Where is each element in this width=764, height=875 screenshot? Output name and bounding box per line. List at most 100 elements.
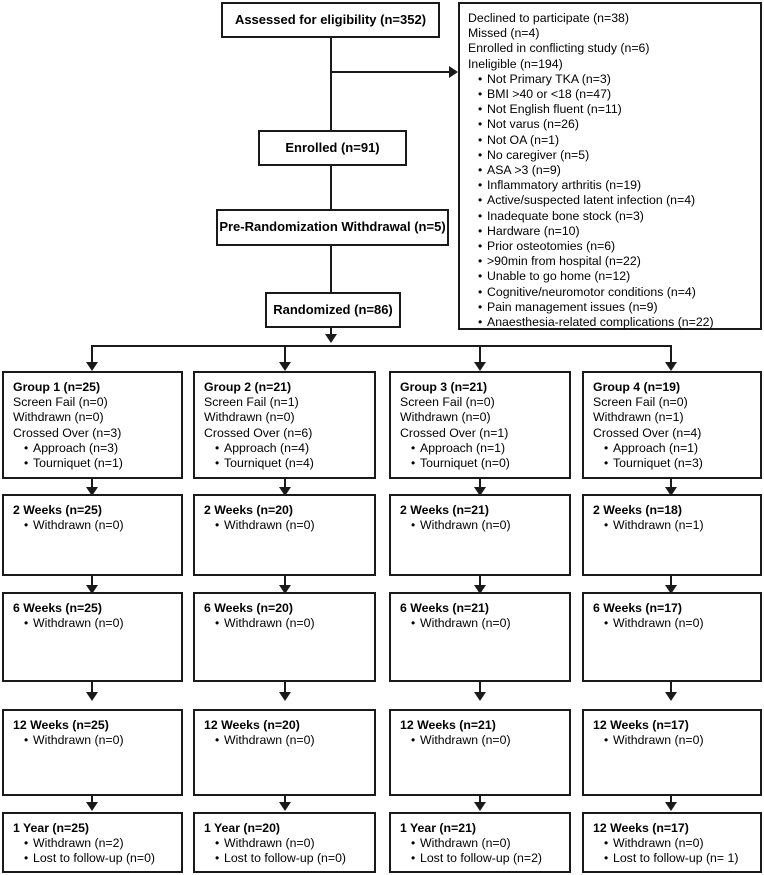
followup-content: 2 Weeks (n=21) Withdrawn (n=0) xyxy=(391,496,569,537)
connector-to-exclusions xyxy=(330,71,449,73)
followup-content: 12 Weeks (n=25) Withdrawn (n=0) xyxy=(4,711,181,752)
connector-g4-to-final xyxy=(670,796,672,806)
exclusion-item: Not Primary TKA (n=3) xyxy=(468,72,752,87)
followup-bullet: Lost to follow-up (n=0) xyxy=(204,851,366,866)
followup-content: 12 Weeks (n=17) Withdrawn (n=0) xyxy=(584,711,760,752)
group-bullet: Tourniquet (n=0) xyxy=(400,456,561,471)
group-header: Group 2 (n=21) xyxy=(204,380,292,394)
connector-g1-to-6weeks xyxy=(91,576,93,588)
connector-g4-to-6weeks xyxy=(670,576,672,588)
followup-header: 1 Year (n=25) xyxy=(13,821,89,835)
exclusion-item: Missed (n=4) xyxy=(468,26,540,41)
followup-bullet: Withdrawn (n=0) xyxy=(204,616,366,631)
connector-branch-group-2 xyxy=(284,345,286,365)
followup-bullet: Withdrawn (n=0) xyxy=(400,518,561,533)
box-group-1-2-weeks: 2 Weeks (n=25) Withdrawn (n=0) xyxy=(2,494,183,576)
connector-g4-to-2weeks xyxy=(670,479,672,492)
followup-bullet: Withdrawn (n=0) xyxy=(593,733,752,748)
arrow-g3-6weeks-icon xyxy=(474,585,486,594)
group-line: Withdrawn (n=1) xyxy=(593,410,684,425)
box-group-1-12-weeks: 12 Weeks (n=25) Withdrawn (n=0) xyxy=(2,709,183,796)
exclusion-item: Inadequate bone stock (n=3) xyxy=(468,209,752,224)
exclusion-item: Inflammatory arthritis (n=19) xyxy=(468,178,752,193)
group-3-content: Group 3 (n=21) Screen Fail (n=0) Withdra… xyxy=(391,373,569,475)
box-group-1-1-year: 1 Year (n=25) Withdrawn (n=2) Lost to fo… xyxy=(2,812,183,873)
group-line: Screen Fail (n=1) xyxy=(204,395,299,410)
pre-randomization-withdrawal-label: Pre-Randomization Withdrawal (n=5) xyxy=(219,219,446,235)
randomized-label: Randomized (n=86) xyxy=(273,301,393,317)
arrow-g2-2weeks-icon xyxy=(279,487,291,496)
exclusion-item: Anaesthesia-related complications (n=22) xyxy=(468,315,752,330)
followup-content: 6 Weeks (n=17) Withdrawn (n=0) xyxy=(584,594,760,635)
group-line: Screen Fail (n=0) xyxy=(13,395,108,410)
connector-g3-to-12weeks xyxy=(479,682,481,696)
connector-g1-to-2weeks xyxy=(91,479,93,492)
enrolled-label: Enrolled (n=91) xyxy=(285,139,380,155)
exclusion-item: Active/suspected latent infection (n=4) xyxy=(468,193,752,208)
connector-g3-to-6weeks xyxy=(479,576,481,588)
arrow-randomized-down-icon xyxy=(325,334,337,343)
followup-content: 2 Weeks (n=25) Withdrawn (n=0) xyxy=(4,496,181,537)
followup-content: 12 Weeks (n=20) Withdrawn (n=0) xyxy=(195,711,374,752)
group-line: Screen Fail (n=0) xyxy=(593,395,688,410)
exclusion-item: Ineligible (n=194) xyxy=(468,56,563,71)
box-group-4-2-weeks: 2 Weeks (n=18) Withdrawn (n=1) xyxy=(582,494,762,576)
arrow-g4-12weeks-icon xyxy=(665,692,677,701)
exclusion-item: Not English fluent (n=11) xyxy=(468,102,752,117)
followup-bullet: Withdrawn (n=0) xyxy=(400,733,561,748)
followup-content: 6 Weeks (n=20) Withdrawn (n=0) xyxy=(195,594,374,635)
followup-header: 6 Weeks (n=17) xyxy=(593,601,682,615)
followup-bullet: Withdrawn (n=0) xyxy=(400,616,561,631)
exclusion-item: Pain management issues (n=9) xyxy=(468,300,752,315)
box-group-4-final: 12 Weeks (n=17) Withdrawn (n=0) Lost to … xyxy=(582,812,762,873)
connector-g3-to-1year xyxy=(479,796,481,806)
group-line: Crossed Over (n=4) xyxy=(593,425,702,440)
arrow-branch-group-1-icon xyxy=(86,362,98,371)
exclusion-item: Prior osteotomies (n=6) xyxy=(468,239,752,254)
arrow-g4-6weeks-icon xyxy=(665,585,677,594)
exclusion-item: Unable to go home (n=12) xyxy=(468,269,752,284)
followup-header: 2 Weeks (n=25) xyxy=(13,503,102,517)
box-group-4: Group 4 (n=19) Screen Fail (n=0) Withdra… xyxy=(582,371,762,479)
followup-bullet: Withdrawn (n=0) xyxy=(13,616,173,631)
group-line: Screen Fail (n=0) xyxy=(400,395,495,410)
group-line: Crossed Over (n=6) xyxy=(204,425,313,440)
group-line: Withdrawn (n=0) xyxy=(204,410,295,425)
group-bullet: Tourniquet (n=1) xyxy=(13,456,173,471)
followup-bullet: Withdrawn (n=0) xyxy=(400,836,561,851)
connector-g1-to-12weeks xyxy=(91,682,93,696)
followup-bullet: Lost to follow-up (n=2) xyxy=(400,851,561,866)
followup-bullet: Withdrawn (n=0) xyxy=(204,518,366,533)
box-group-1: Group 1 (n=25) Screen Fail (n=0) Withdra… xyxy=(2,371,183,479)
followup-header: 6 Weeks (n=21) xyxy=(400,601,489,615)
connector-enrolled-to-prerandom xyxy=(330,166,332,211)
box-pre-randomization-withdrawal: Pre-Randomization Withdrawal (n=5) xyxy=(216,209,449,246)
followup-bullet: Withdrawn (n=2) xyxy=(13,836,173,851)
followup-content: 1 Year (n=25) Withdrawn (n=2) Lost to fo… xyxy=(4,814,181,871)
arrow-g3-1year-icon xyxy=(474,802,486,811)
arrow-to-exclusions-icon xyxy=(449,66,458,78)
group-bullet: Approach (n=4) xyxy=(204,441,366,456)
followup-bullet: Lost to follow-up (n=0) xyxy=(13,851,173,866)
followup-content: 12 Weeks (n=21) Withdrawn (n=0) xyxy=(391,711,569,752)
connector-branch-group-1 xyxy=(91,345,93,365)
followup-header: 12 Weeks (n=17) xyxy=(593,718,689,732)
arrow-g4-final-icon xyxy=(665,802,677,811)
followup-header: 12 Weeks (n=25) xyxy=(13,718,109,732)
followup-content: 1 Year (n=21) Withdrawn (n=0) Lost to fo… xyxy=(391,814,569,871)
exclusion-item: Enrolled in conflicting study (n=6) xyxy=(468,41,650,56)
box-group-4-6-weeks: 6 Weeks (n=17) Withdrawn (n=0) xyxy=(582,592,762,682)
box-group-1-6-weeks: 6 Weeks (n=25) Withdrawn (n=0) xyxy=(2,592,183,682)
box-enrolled: Enrolled (n=91) xyxy=(258,130,407,166)
distribution-bar xyxy=(91,345,672,347)
followup-bullet: Withdrawn (n=0) xyxy=(13,733,173,748)
group-bullet: Tourniquet (n=4) xyxy=(204,456,366,471)
connector-g1-to-1year xyxy=(91,796,93,806)
group-header: Group 3 (n=21) xyxy=(400,380,488,394)
exclusion-item: Hardware (n=10) xyxy=(468,224,752,239)
followup-content: 2 Weeks (n=20) Withdrawn (n=0) xyxy=(195,496,374,537)
box-group-3-1-year: 1 Year (n=21) Withdrawn (n=0) Lost to fo… xyxy=(389,812,571,873)
box-group-3-12-weeks: 12 Weeks (n=21) Withdrawn (n=0) xyxy=(389,709,571,796)
followup-header: 12 Weeks (n=20) xyxy=(204,718,300,732)
followup-header: 12 Weeks (n=21) xyxy=(400,718,496,732)
